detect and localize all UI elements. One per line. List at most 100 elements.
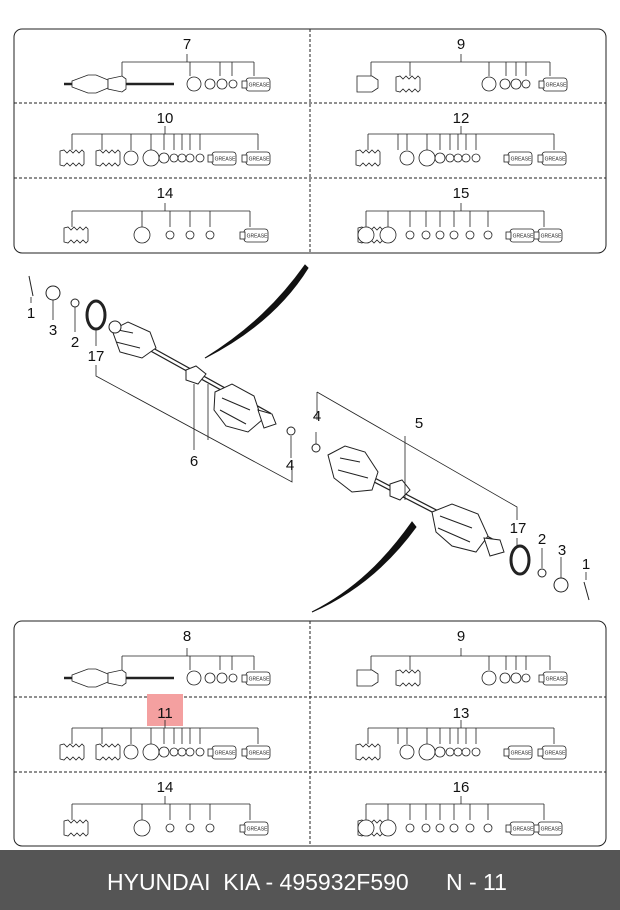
grease-tube-icon: [537, 745, 567, 760]
ring-icon: [521, 673, 531, 683]
ring-icon: [453, 747, 463, 757]
boot-icon: [355, 149, 381, 167]
ring-icon: [471, 153, 481, 163]
ring-icon: [435, 230, 445, 240]
ring-icon: [445, 153, 455, 163]
ring-icon: [133, 226, 151, 244]
ring-icon: [165, 823, 175, 833]
ring-icon: [357, 819, 375, 837]
ring-icon: [461, 747, 471, 757]
ring-icon: [169, 153, 179, 163]
callout-6-left[interactable]: 6: [190, 453, 198, 470]
snap-ring-right-icon: [311, 443, 321, 453]
bottom-kit-panel: [13, 620, 607, 847]
grease-tube-icon: [241, 745, 271, 760]
ring-icon: [465, 823, 475, 833]
ring-icon: [379, 226, 397, 244]
kit-label-14[interactable]: 14: [157, 185, 174, 202]
ring-icon: [228, 79, 238, 89]
callout-2-right[interactable]: 2: [538, 531, 546, 548]
kit-label-15[interactable]: 15: [453, 185, 470, 202]
kit-label-7[interactable]: 7: [183, 36, 191, 53]
callout-3-right[interactable]: 3: [558, 542, 566, 559]
nut-right-icon: [553, 577, 569, 593]
kit-label-16[interactable]: 16: [453, 779, 470, 796]
snap-ring-icon: [286, 426, 296, 436]
grease-tube-icon: [241, 671, 271, 686]
ring-icon: [471, 747, 481, 757]
ring-icon: [185, 747, 195, 757]
callout-1-left[interactable]: 1: [27, 305, 35, 322]
boot-icon: [355, 743, 381, 761]
callout-3-left[interactable]: 3: [49, 322, 57, 339]
tone-ring-icon: [85, 299, 107, 331]
grease-tube-icon: [533, 228, 563, 243]
grease-tube-icon: [503, 151, 533, 166]
ring-icon: [449, 230, 459, 240]
ring-icon: [453, 153, 463, 163]
ring-icon: [510, 78, 522, 90]
kit-label-11[interactable]: 11: [157, 705, 173, 722]
parts-diagram: 7 9 10 12 14 15 8 9 11 13 14 16 GREASE: [13, 28, 607, 847]
ring-icon: [434, 746, 446, 758]
kit-label-8[interactable]: 8: [183, 628, 191, 645]
ring-icon: [445, 747, 455, 757]
ring-icon: [461, 153, 471, 163]
grease-tube-icon: [241, 151, 271, 166]
ring-icon: [205, 230, 215, 240]
ring-icon: [204, 672, 216, 684]
kit-label-13[interactable]: 13: [453, 705, 470, 722]
callout-2-left[interactable]: 2: [71, 334, 79, 351]
callout-17-left[interactable]: 17: [88, 348, 105, 365]
ring-icon: [405, 230, 415, 240]
grease-tube-icon: [503, 745, 533, 760]
ring-icon: [399, 744, 415, 760]
ring-icon: [421, 823, 431, 833]
top-kit-panel: [13, 28, 607, 254]
ring-icon: [177, 153, 187, 163]
ring-icon: [177, 747, 187, 757]
callout-1-right[interactable]: 1: [582, 556, 590, 573]
kit-label-12[interactable]: 12: [453, 110, 470, 127]
ring-icon: [435, 823, 445, 833]
callout-17-right[interactable]: 17: [510, 520, 527, 537]
ring-icon: [185, 153, 195, 163]
boot-icon: [395, 75, 421, 93]
ring-icon: [481, 670, 497, 686]
grease-tube-icon: [505, 821, 535, 836]
grease-tube-icon: [239, 821, 269, 836]
ring-icon: [499, 78, 511, 90]
grease-tube-icon: [239, 228, 269, 243]
ring-icon: [216, 78, 228, 90]
boot-icon: [395, 669, 421, 687]
ring-icon: [421, 230, 431, 240]
callout-5-right[interactable]: 5: [415, 415, 423, 432]
callout-4-left[interactable]: 4: [286, 457, 294, 474]
callout-4-right[interactable]: 4: [313, 408, 321, 425]
ring-icon: [483, 823, 493, 833]
ring-icon: [158, 152, 170, 164]
kit-label-10[interactable]: 10: [157, 110, 174, 127]
ring-icon: [158, 746, 170, 758]
boot-icon: [63, 226, 89, 244]
ring-icon: [379, 819, 397, 837]
kit-label-9b[interactable]: 9: [457, 628, 465, 645]
ring-icon: [483, 230, 493, 240]
grease-tube-icon: [207, 151, 237, 166]
kit-label-14b[interactable]: 14: [157, 779, 174, 796]
ring-icon: [185, 230, 195, 240]
shaft-assembly-icon: [62, 667, 176, 689]
ring-icon: [418, 743, 436, 761]
ring-icon: [186, 76, 202, 92]
boot-icon: [63, 819, 89, 837]
ring-icon: [205, 823, 215, 833]
ring-icon: [216, 672, 228, 684]
shaft-assembly-icon: [62, 73, 176, 95]
grease-tube-icon: [538, 77, 568, 92]
boot-icon: [59, 149, 85, 167]
footer-bar: HYUNDAI KIA - 495932F590 N - 11: [0, 850, 620, 910]
ring-icon: [123, 744, 139, 760]
cotter-pin-icon: [28, 275, 34, 297]
ring-icon: [186, 670, 202, 686]
kit-label-9[interactable]: 9: [457, 36, 465, 53]
